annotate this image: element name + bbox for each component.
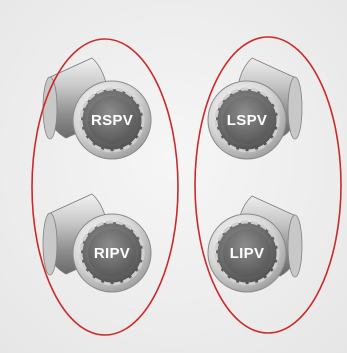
lipv-label: LIPV [230, 245, 265, 262]
ripv-vein: RIPV [42, 193, 152, 293]
lspv-lumen [223, 96, 271, 144]
rspv-tube-end [42, 76, 58, 140]
right-veins-outline [31, 38, 179, 336]
ripv-label: RIPV [94, 245, 130, 262]
ripv-tube-end [42, 212, 58, 276]
lipv-lumen [223, 229, 271, 277]
lspv-tube-end [287, 76, 303, 140]
lspv-vein: LSPV [207, 57, 303, 160]
lipv-vein: LIPV [207, 195, 303, 293]
rspv-vein: RSPV [42, 57, 152, 160]
lipv-tube-end [287, 214, 303, 278]
right-pulmonary-veins-group: RSPV RIPV [31, 38, 179, 336]
ripv-lumen [88, 229, 136, 277]
left-pulmonary-veins-group: LSPV LIPV [194, 36, 342, 334]
rspv-label: RSPV [91, 112, 133, 129]
left-veins-outline [194, 36, 342, 334]
rspv-lumen [88, 96, 136, 144]
lspv-label: LSPV [227, 112, 267, 129]
